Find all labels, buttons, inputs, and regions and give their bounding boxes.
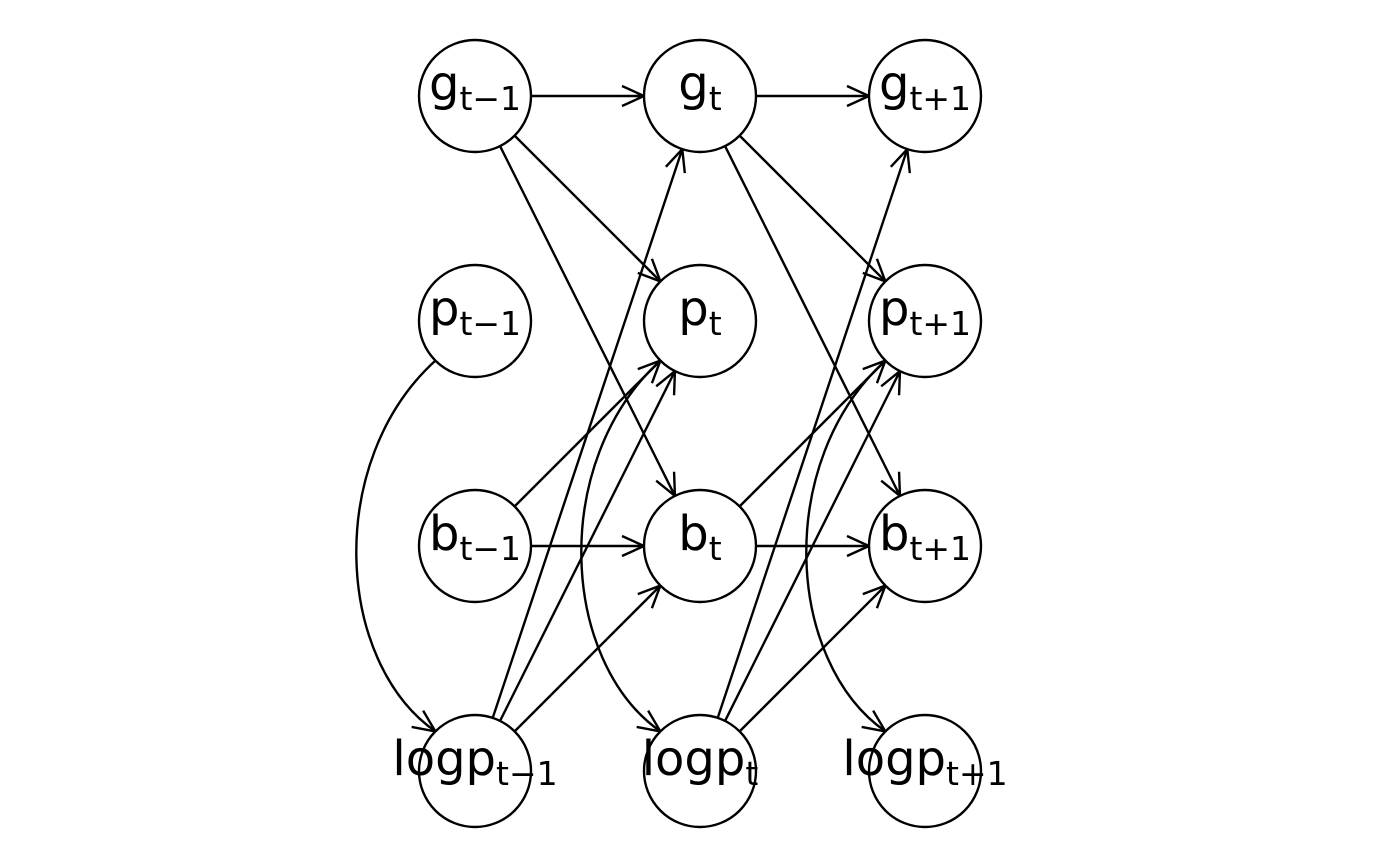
- edge-line: [738, 134, 887, 283]
- node-circle: [867, 263, 983, 379]
- node-label: gt+1: [879, 56, 971, 118]
- node-label-subscript: t: [709, 304, 722, 343]
- node-circle: [867, 488, 983, 604]
- node-b_tm1: bt−1: [417, 488, 533, 604]
- edge-g_tm1-to-p_t: [513, 134, 663, 284]
- node-label-subscript: t: [709, 79, 722, 118]
- node-b_tp1: bt+1: [867, 488, 983, 604]
- node-logp_t: logpt: [642, 713, 759, 829]
- node-label-subscript: t: [745, 754, 758, 793]
- edge-g_t-to-p_tp1: [738, 134, 888, 284]
- edge-line: [805, 359, 887, 733]
- edge-g_tm1-to-g_t: [531, 84, 647, 108]
- edge-line: [513, 134, 662, 283]
- node-logp_tp1: logpt+1: [842, 713, 1008, 829]
- node-label: logpt+1: [842, 731, 1007, 793]
- node-circle: [417, 263, 533, 379]
- node-label: bt+1: [879, 506, 971, 568]
- node-label-subscript: t−1: [459, 304, 521, 343]
- node-label-subscript: t: [709, 529, 722, 568]
- node-label: logpt−1: [392, 731, 557, 793]
- node-p_tp1: pt+1: [867, 263, 983, 379]
- edges-layer: [355, 84, 912, 734]
- node-circle: [417, 38, 533, 154]
- edge-g_t-to-g_tp1: [756, 84, 872, 108]
- node-p_tm1: pt−1: [417, 263, 533, 379]
- edge-line: [498, 145, 677, 497]
- edge-line: [355, 359, 437, 733]
- edge-line: [716, 148, 909, 719]
- node-label: pt+1: [879, 281, 971, 343]
- node-g_tp1: gt+1: [867, 38, 983, 154]
- node-label: bt−1: [429, 506, 521, 568]
- node-label-subscript: t+1: [909, 79, 971, 118]
- node-label-subscript: t−1: [459, 79, 521, 118]
- node-circle: [417, 488, 533, 604]
- node-label-base: g: [678, 56, 708, 112]
- node-label-base: b: [678, 506, 708, 562]
- edge-logp_t-to-g_tp1: [716, 146, 912, 719]
- node-label-base: logp: [842, 731, 946, 787]
- node-label-base: logp: [392, 731, 496, 787]
- node-circle: [642, 713, 758, 829]
- node-circle: [642, 488, 758, 604]
- edge-logp_tm1-to-g_t: [491, 146, 687, 719]
- node-label-base: p: [678, 281, 708, 337]
- node-label-base: p: [429, 281, 459, 337]
- node-label-base: b: [429, 506, 459, 562]
- edge-line: [498, 370, 677, 722]
- node-label-subscript: t−1: [459, 529, 521, 568]
- edge-line: [723, 145, 902, 497]
- edge-line: [738, 584, 887, 733]
- node-circle: [417, 713, 533, 829]
- node-label: bt: [678, 506, 721, 568]
- node-b_t: bt: [642, 488, 758, 604]
- node-g_tm1: gt−1: [417, 38, 533, 154]
- node-label: gt: [678, 56, 721, 118]
- node-label-base: b: [879, 506, 909, 562]
- node-circle: [642, 263, 758, 379]
- node-label: pt: [678, 281, 721, 343]
- node-circle: [642, 38, 758, 154]
- node-label-subscript: t+1: [946, 754, 1008, 793]
- edge-line: [491, 148, 684, 719]
- edge-line: [580, 359, 662, 733]
- node-label-subscript: t+1: [909, 529, 971, 568]
- edge-line: [513, 584, 662, 733]
- node-label-base: g: [879, 56, 909, 112]
- node-label: gt−1: [429, 56, 521, 118]
- node-circle: [867, 38, 983, 154]
- node-label: pt−1: [429, 281, 521, 343]
- node-p_t: pt: [642, 263, 758, 379]
- node-label-base: logp: [642, 731, 746, 787]
- edge-line: [723, 370, 902, 722]
- node-label-base: p: [879, 281, 909, 337]
- node-circle: [867, 713, 983, 829]
- node-g_t: gt: [642, 38, 758, 154]
- node-label-subscript: t+1: [909, 304, 971, 343]
- node-label: logpt: [642, 731, 759, 793]
- node-logp_tm1: logpt−1: [392, 713, 558, 829]
- node-label-subscript: t−1: [496, 754, 558, 793]
- node-label-base: g: [429, 56, 459, 112]
